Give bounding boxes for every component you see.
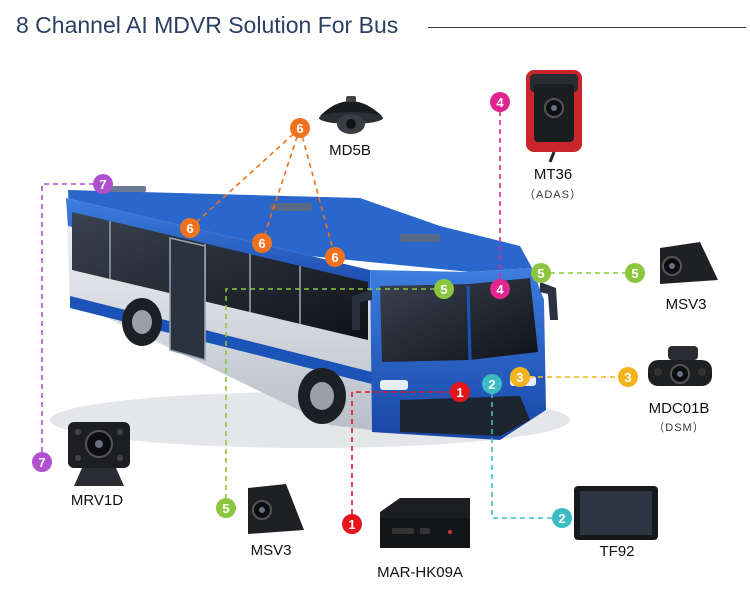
bus-door bbox=[169, 237, 206, 361]
badge-ch2-bus: 2 bbox=[482, 374, 502, 394]
badge-ch5-bus-left-text: 5 bbox=[440, 282, 447, 297]
badge-ch4-device: 4 bbox=[490, 92, 510, 112]
badge-ch2-device-text: 2 bbox=[558, 511, 565, 526]
badge-ch7-device-text: 7 bbox=[38, 455, 45, 470]
wheel-rear-hub bbox=[132, 310, 152, 334]
badge-ch5-device-right-text: 5 bbox=[631, 266, 638, 281]
badge-ch5-device-left: 5 bbox=[216, 498, 236, 518]
mdc01b-dsm-camera-icon bbox=[648, 346, 712, 386]
mirror-right bbox=[540, 282, 558, 320]
badge-ch7-bus-text: 7 bbox=[99, 177, 106, 192]
badge-ch1-device: 1 bbox=[342, 514, 362, 534]
badge-ch2-device: 2 bbox=[552, 508, 572, 528]
badge-ch1-device-text: 1 bbox=[348, 517, 355, 532]
badge-ch4-bus: 4 bbox=[490, 279, 510, 299]
badge-ch3-device-text: 3 bbox=[624, 370, 631, 385]
badge-ch1-bus-text: 1 bbox=[456, 385, 463, 400]
badge-ch5-bus-left: 5 bbox=[434, 279, 454, 299]
badge-ch6-bus-a-text: 6 bbox=[186, 221, 193, 236]
badges: 6 6 6 6 7 7 4 4 5 5 5 5 1 1 2 2 3 3 bbox=[32, 92, 645, 534]
badge-ch6-top-text: 6 bbox=[296, 121, 303, 136]
badge-ch4-device-text: 4 bbox=[496, 95, 504, 110]
connector-lines bbox=[41, 102, 635, 524]
windshield-divider bbox=[466, 285, 472, 361]
badge-ch6-top: 6 bbox=[290, 118, 310, 138]
line-ch6-a bbox=[189, 127, 301, 229]
bus-roof bbox=[68, 190, 532, 272]
mrv1d-rear-camera-icon bbox=[68, 422, 130, 486]
badge-ch3-bus-text: 3 bbox=[516, 370, 523, 385]
badge-ch7-device: 7 bbox=[32, 452, 52, 472]
label-mrv1d: MRV1D bbox=[70, 492, 124, 509]
line-ch7 bbox=[41, 183, 103, 462]
mt36-adas-camera-icon bbox=[526, 70, 582, 163]
roof-vent-3 bbox=[400, 234, 440, 242]
title-rule bbox=[428, 27, 746, 28]
badge-ch7-bus: 7 bbox=[93, 174, 113, 194]
label-mdc01b: MDC01B bbox=[648, 400, 710, 417]
badge-ch6-bus-c-text: 6 bbox=[331, 250, 338, 265]
badge-ch4-bus-text: 4 bbox=[496, 282, 504, 297]
label-mt36: MT36 bbox=[533, 166, 573, 183]
label-mar-hk09a: MAR-HK09A bbox=[377, 564, 463, 581]
roof-vent-2 bbox=[270, 203, 312, 211]
mirror-left bbox=[352, 290, 372, 330]
badge-ch5-bus-right: 5 bbox=[531, 263, 551, 283]
badge-ch5-device-right: 5 bbox=[625, 263, 645, 283]
label-mdc01b-sub: （DSM） bbox=[653, 422, 705, 434]
line-ch6-b bbox=[261, 127, 301, 244]
label-tf92: TF92 bbox=[599, 543, 635, 560]
bus-windshield bbox=[380, 278, 538, 362]
line-ch5-left bbox=[225, 288, 444, 505]
badge-ch5-device-left-text: 5 bbox=[222, 501, 229, 516]
badge-ch5-bus-right-text: 5 bbox=[537, 266, 544, 281]
msv3-right-side-camera-icon bbox=[660, 242, 718, 284]
mar-hk09a-mdvr-icon bbox=[380, 498, 470, 548]
bus-illustration bbox=[50, 186, 570, 448]
label-msv3-left: MSV3 bbox=[250, 542, 292, 559]
msv3-left-side-camera-icon bbox=[248, 484, 304, 534]
badge-ch6-bus-b-text: 6 bbox=[258, 236, 265, 251]
wheel-front-hub bbox=[310, 382, 334, 410]
badge-ch6-bus-c: 6 bbox=[325, 247, 345, 267]
badge-ch2-bus-text: 2 bbox=[488, 377, 495, 392]
line-ch6-c bbox=[299, 127, 336, 258]
label-msv3-right: MSV3 bbox=[665, 296, 707, 313]
md5b-dome-camera-icon bbox=[319, 96, 383, 134]
line-ch1 bbox=[351, 391, 460, 524]
badge-ch1-bus: 1 bbox=[450, 382, 470, 402]
badge-ch3-device: 3 bbox=[618, 367, 638, 387]
tf92-monitor-icon bbox=[574, 486, 658, 540]
bus-side-windows bbox=[72, 212, 368, 340]
label-md5b: MD5B bbox=[329, 142, 371, 159]
badge-ch3-bus: 3 bbox=[510, 367, 530, 387]
page-title: 8 Channel AI MDVR Solution For Bus bbox=[16, 12, 399, 38]
roof-vent-1 bbox=[110, 186, 146, 192]
headlight-left bbox=[380, 380, 408, 390]
badge-ch6-bus-b: 6 bbox=[252, 233, 272, 253]
label-mt36-sub: （ADAS） bbox=[524, 189, 582, 201]
bus-grille bbox=[400, 396, 530, 436]
badge-ch6-bus-a: 6 bbox=[180, 218, 200, 238]
